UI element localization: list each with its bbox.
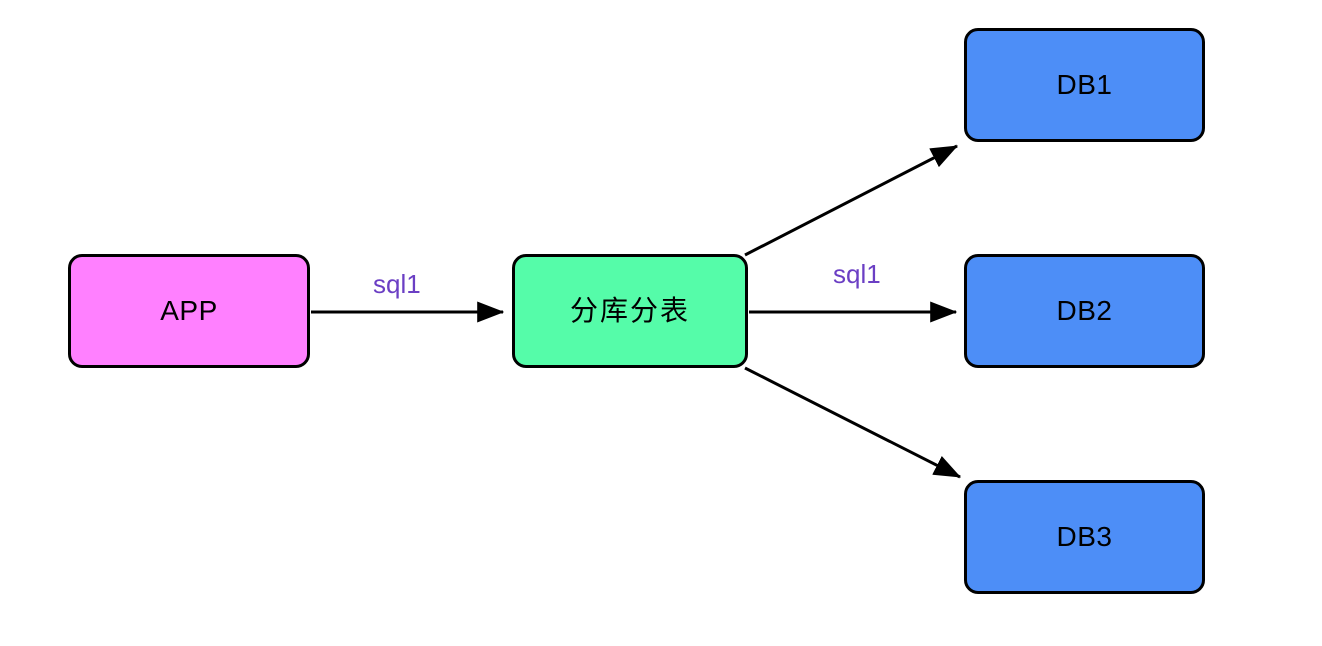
node-db2[interactable]: DB2 xyxy=(964,254,1205,368)
edge-shard-to-db3 xyxy=(744,366,962,479)
node-db3-label: DB3 xyxy=(1056,521,1113,552)
node-db1[interactable]: DB1 xyxy=(964,28,1205,142)
node-shard[interactable]: 分库分表 xyxy=(512,254,748,368)
edge-label-shard-to-db2: sql1 xyxy=(833,259,881,289)
node-app[interactable]: APP xyxy=(68,254,310,368)
edge-shard-to-db1 xyxy=(744,144,959,257)
node-app-label: APP xyxy=(160,295,218,326)
node-db3[interactable]: DB3 xyxy=(964,480,1205,594)
node-db1-label: DB1 xyxy=(1056,69,1113,100)
node-shard-label: 分库分表 xyxy=(569,294,690,327)
node-db2-label: DB2 xyxy=(1056,295,1113,326)
edge-label-app-to-shard: sql1 xyxy=(373,269,421,299)
